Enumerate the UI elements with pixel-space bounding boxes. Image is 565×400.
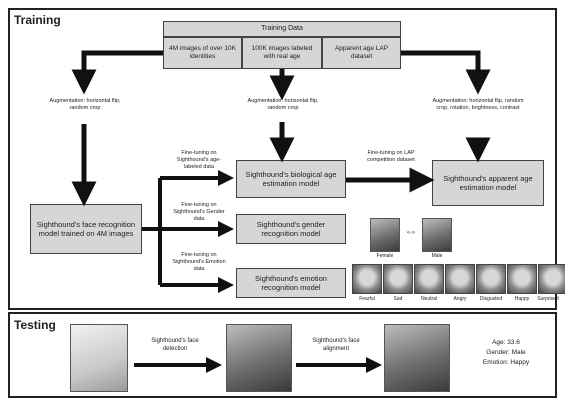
result-gender: Gender: Male — [486, 348, 526, 356]
biological-age-model: Sighthound's biological age estimation m… — [236, 160, 346, 198]
face-detection-label: Sighthound's face detection — [151, 338, 199, 352]
augmentation-label-left: Augmentation: horizontal flip, random cr… — [49, 98, 121, 111]
emotion-face-surprised — [538, 264, 565, 294]
emotion-label-neutral: Neutral — [420, 296, 438, 302]
training-title: Training — [14, 13, 61, 27]
dataset-identities: 4M images of over 10K identities — [163, 37, 242, 69]
augmentation-label-right: Augmentation: horizontal flip, random cr… — [432, 98, 524, 111]
emotion-label-fearful: Fearful — [359, 296, 375, 302]
apparent-age-model: Sighthound's apparent age estimation mod… — [432, 160, 544, 206]
result-emotion: Emotion: Happy — [482, 358, 530, 366]
detected-face-photo — [226, 324, 292, 392]
female-face-photo — [370, 218, 400, 252]
emotion-label-happy: Happy — [514, 296, 530, 302]
input-full-body-photo — [70, 324, 128, 392]
finetune-gender-label: Fine-tuning on Sighthound's Gender data — [173, 202, 225, 222]
arrow-identities-to-face-model — [71, 50, 163, 95]
training-data-header: Training Data — [163, 21, 401, 37]
emotion-face-disgusted — [476, 264, 506, 294]
gender-separator: <-> — [406, 230, 416, 236]
emotion-face-fearful — [352, 264, 382, 294]
result-age: Age: 33.6 — [492, 339, 520, 346]
emotion-label-disgusted: Disgusted — [479, 296, 503, 302]
emotion-face-sad — [383, 264, 413, 294]
gender-label-female: Female — [376, 253, 394, 259]
dataset-lap: Apparent age LAP dataset — [322, 37, 401, 69]
gender-label-male: Male — [431, 253, 443, 259]
emotion-label-sad: Sad — [393, 296, 403, 302]
finetune-emotion-label: Fine-tuning on Sighthound's Emotion data — [172, 252, 226, 272]
prediction-results: Age: 33.6 Gender: Male Emotion: Happy — [472, 338, 540, 367]
face-recognition-model: Sighthound's face recognition model trai… — [30, 204, 142, 254]
emotion-face-neutral — [414, 264, 444, 294]
aligned-face-photo — [384, 324, 450, 392]
finetune-lap-label: Fine-tuning on LAP competition dataset — [367, 150, 415, 163]
dataset-real-age: 100K images labeled with real age — [242, 37, 322, 69]
emotion-model: Sighthound's emotion recognition model — [236, 268, 346, 298]
face-alignment-label: Sighthound's face alignment — [312, 338, 360, 352]
emotion-label-angry: Angry — [453, 296, 467, 302]
finetune-age-label: Fine-tuning on Sighthound's age-labeled … — [176, 150, 222, 170]
emotion-face-happy — [507, 264, 537, 294]
gender-model: Sighthound's gender recognition model — [236, 214, 346, 244]
testing-title: Testing — [14, 318, 56, 332]
emotion-face-angry — [445, 264, 475, 294]
arrow-lap-to-right — [401, 50, 491, 95]
emotion-label-surprised: Surprised — [537, 296, 559, 302]
augmentation-label-mid: Augmentation: horizontal flip, random cr… — [247, 98, 319, 111]
emotion-faces-strip — [352, 264, 565, 294]
male-face-photo — [422, 218, 452, 252]
